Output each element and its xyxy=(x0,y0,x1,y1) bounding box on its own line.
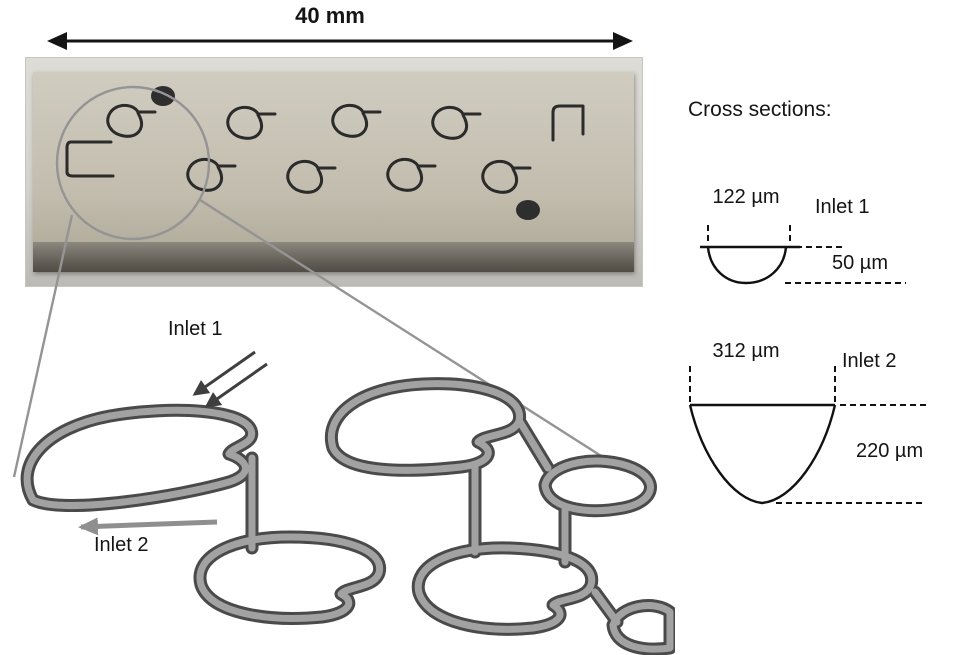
chip-photo xyxy=(25,57,643,287)
tube-fills xyxy=(27,384,670,649)
cs1-width-label: 122 µm xyxy=(712,186,780,208)
channel-loop xyxy=(386,157,437,192)
cs2-depth-label: 220 µm xyxy=(856,440,924,462)
channel-loop xyxy=(226,105,277,140)
cs2-width-label: 312 µm xyxy=(712,340,780,362)
channel-loop xyxy=(286,159,337,194)
channel-loop xyxy=(481,159,532,194)
channel-loop xyxy=(186,157,237,192)
channel-loop xyxy=(431,105,482,140)
chip-hole xyxy=(516,200,540,220)
inlet2-label: Inlet 2 xyxy=(94,534,149,556)
cross-section-1-drawing xyxy=(700,225,906,285)
scale-label: 40 mm xyxy=(295,3,365,28)
chip xyxy=(33,72,634,272)
channel-loop xyxy=(106,103,157,138)
cross-sections-title: Cross sections: xyxy=(688,98,832,121)
inlet2-arrow-icon xyxy=(78,517,218,536)
chip-channels xyxy=(65,86,585,220)
chip-hole xyxy=(151,86,175,106)
chip-edge xyxy=(33,242,634,272)
channel-left-bracket xyxy=(65,140,115,178)
scale-arrow-icon xyxy=(47,32,633,50)
cs1-name-label: Inlet 1 xyxy=(815,196,870,218)
cross-section-2-drawing xyxy=(688,366,926,505)
channel-right-hook xyxy=(551,104,585,142)
cs1-depth-label: 50 µm xyxy=(832,252,888,274)
inlet1-label: Inlet 1 xyxy=(168,318,223,340)
cs2-name-label: Inlet 2 xyxy=(842,350,897,372)
inlet1-arrow-icon xyxy=(192,350,268,408)
channel-loop xyxy=(331,103,382,138)
channel-3d-render xyxy=(5,350,675,655)
